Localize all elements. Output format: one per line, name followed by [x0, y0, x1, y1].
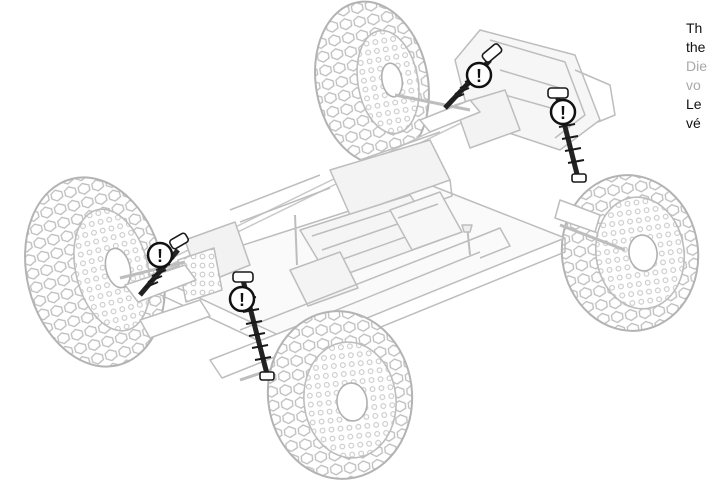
- warning-marker: !: [549, 98, 577, 126]
- warning-marker: !: [465, 61, 493, 89]
- caption-line-english-2: the: [686, 39, 706, 55]
- warning-marker: !: [146, 241, 174, 269]
- svg-text:!: !: [560, 103, 566, 123]
- caption-line-english-1: Th: [686, 20, 703, 36]
- caption-line-french-1: Le: [686, 96, 702, 112]
- svg-text:!: !: [239, 290, 245, 310]
- warning-marker: !: [228, 285, 256, 313]
- wheel-rear-right: [560, 174, 700, 332]
- wheel-front-right: [266, 310, 414, 480]
- multilingual-caption: Th the Die vo Le vé: [686, 19, 712, 133]
- wheel-front-left: [24, 176, 166, 368]
- wheel-rear-left: [314, 0, 430, 166]
- caption-line-german-2: vo: [686, 77, 701, 93]
- caption-line-french-2: vé: [686, 115, 701, 131]
- svg-text:!: !: [157, 246, 163, 266]
- svg-text:!: !: [476, 66, 482, 86]
- caption-line-german-1: Die: [686, 58, 708, 74]
